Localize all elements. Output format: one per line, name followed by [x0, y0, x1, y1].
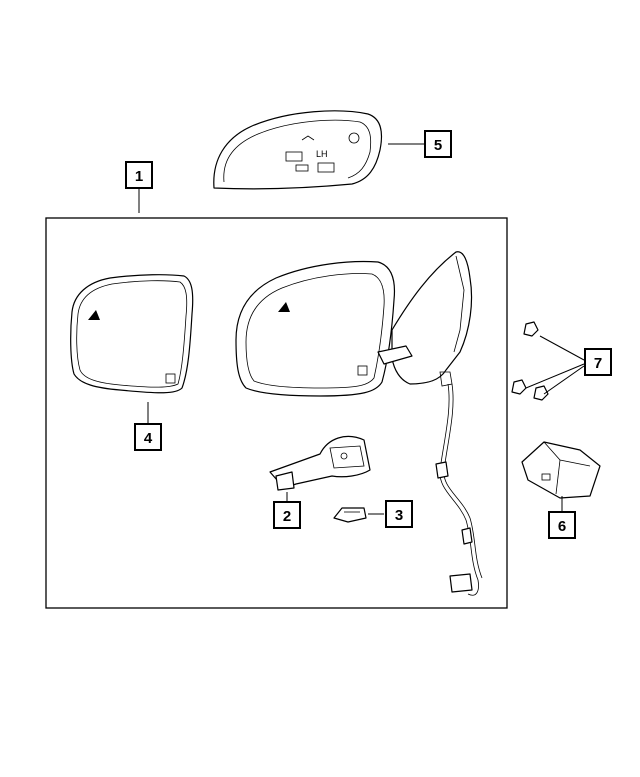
callout-1: 1	[125, 161, 153, 189]
callout-6: 6	[548, 511, 576, 539]
assembly-frame	[45, 217, 508, 609]
module-part-6	[521, 441, 601, 499]
svg-text:4: 4	[144, 430, 153, 447]
mirror-glass-part	[70, 274, 194, 394]
wiring-harness	[435, 383, 483, 596]
callout-7: 7	[584, 348, 612, 376]
bracket-part-2	[269, 435, 371, 491]
fasteners-part-7	[511, 321, 549, 401]
svg-text:3: 3	[395, 507, 403, 524]
callout-4: 4	[134, 423, 162, 451]
callout-5: 5	[424, 130, 452, 158]
callout-3: 3	[385, 500, 413, 528]
mirror-cover-part: LH	[213, 110, 383, 190]
lamp-part-3	[333, 507, 367, 523]
svg-text:6: 6	[558, 518, 566, 535]
svg-text:7: 7	[594, 355, 602, 372]
leader-lines	[138, 143, 585, 515]
svg-text:2: 2	[283, 508, 291, 525]
svg-text:5: 5	[434, 137, 442, 154]
callout-2: 2	[273, 501, 301, 529]
mirror-assembly-housing	[235, 251, 473, 397]
cover-side-marking: LH	[316, 149, 328, 159]
svg-text:1: 1	[135, 168, 143, 185]
